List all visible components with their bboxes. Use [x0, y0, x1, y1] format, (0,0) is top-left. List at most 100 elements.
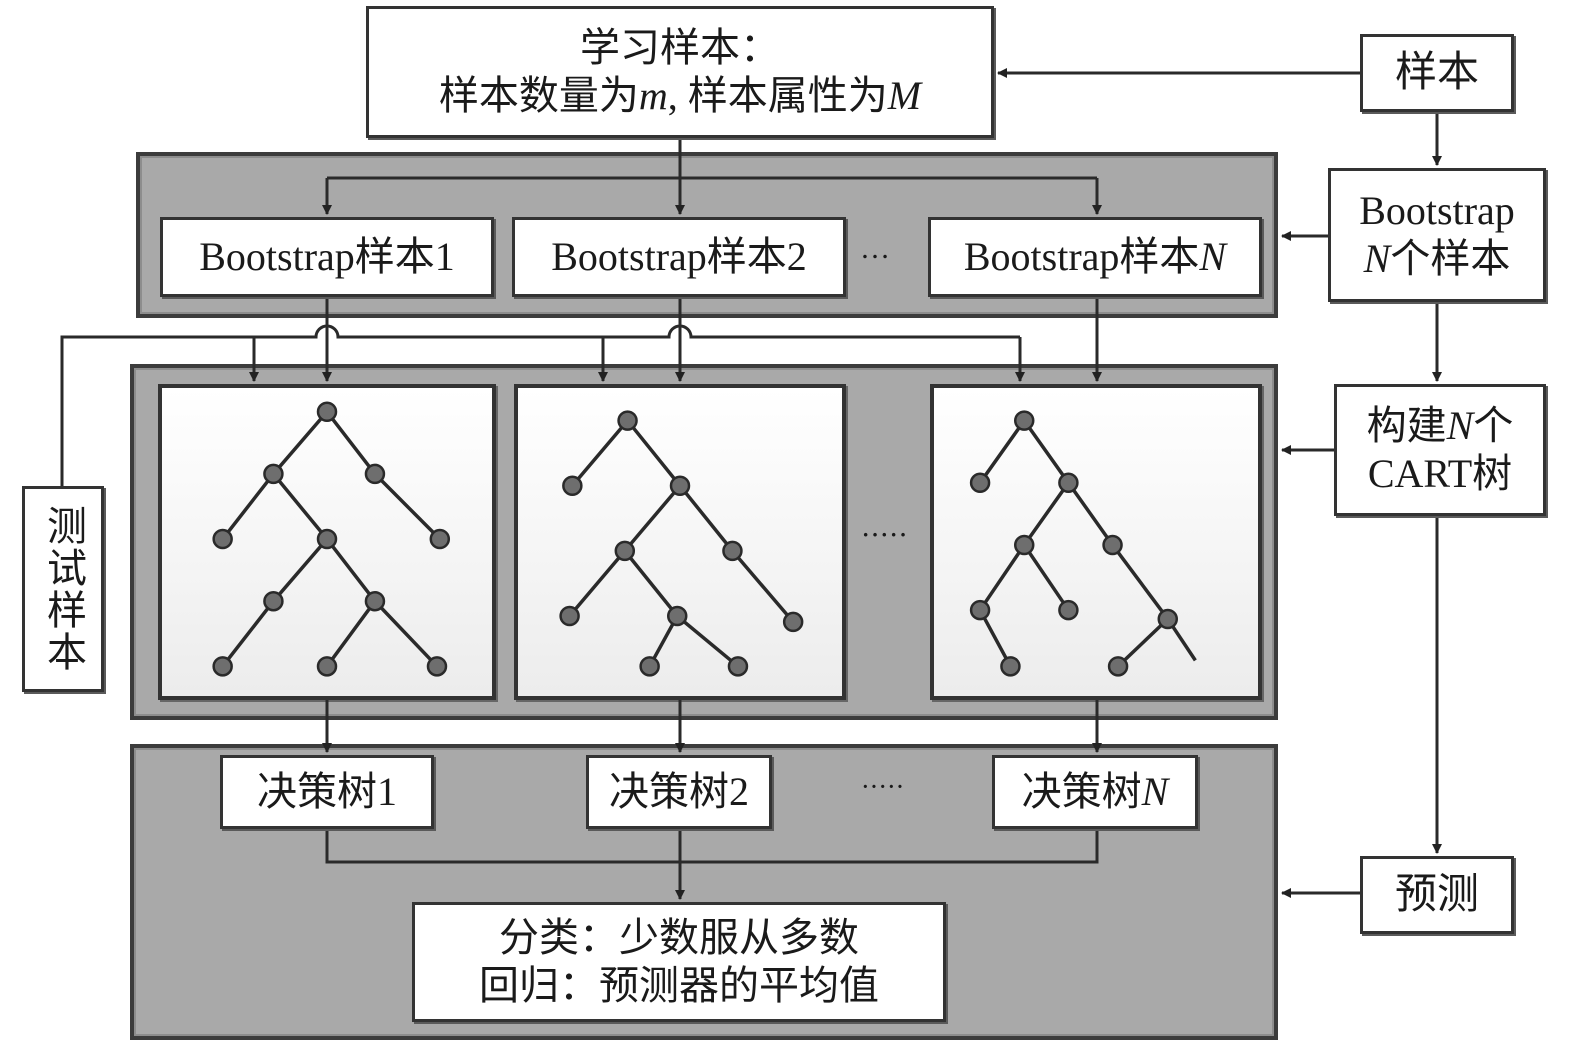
bootstrap-sample-1-label: Bootstrap样本1: [199, 233, 455, 281]
tree-N: [969, 410, 1197, 677]
tree-node: [727, 656, 749, 677]
label-index: N: [1141, 769, 1169, 814]
tree-node: [1058, 599, 1079, 621]
tree-2: [559, 410, 804, 677]
tree-edge: [978, 609, 1012, 668]
regression-rule: 回归：预测器的平均值: [479, 963, 879, 1008]
tree-edge: [568, 549, 627, 618]
tree-edge: [623, 484, 682, 553]
tree-node: [263, 590, 284, 612]
label-index: 2: [786, 234, 807, 279]
label-index: 1: [377, 769, 397, 814]
tree-node: [316, 528, 338, 550]
tree-edge: [325, 410, 377, 475]
tree-panel-2: [514, 384, 846, 700]
test-sample-label: 测试样本: [41, 505, 86, 673]
bootstrap-sample-2: Bootstrap样本2: [512, 217, 846, 297]
tree-edge: [325, 600, 377, 668]
decision-tree-2-label: 决策树2: [609, 768, 749, 816]
bootstrap-sample-1: Bootstrap样本1: [160, 217, 494, 297]
tree-node: [426, 656, 448, 677]
label-prefix: 决策树: [1021, 769, 1142, 814]
label-index: 2: [729, 769, 749, 814]
tree-node: [316, 656, 338, 677]
decision-tree-1: 决策树1: [220, 755, 434, 829]
tree-1: [212, 401, 451, 677]
tree-edge: [678, 484, 734, 552]
tree-node: [364, 463, 386, 485]
label-prefix: Bootstrap样本: [963, 234, 1200, 279]
tree-node: [1107, 656, 1129, 677]
side-step-build-line1: 构建N个: [1367, 402, 1514, 450]
tree-edge: [221, 600, 275, 668]
label-prefix: 决策树: [609, 769, 729, 814]
decision-tree-1-label: 决策树1: [257, 768, 397, 816]
learning-sample-desc: 样本数量为m, 样本属性为M: [439, 72, 921, 120]
tree-edge: [623, 549, 679, 618]
tree-edge: [272, 472, 329, 541]
tree-node: [782, 611, 804, 633]
test-sample-bus: [60, 324, 1020, 486]
tree-node: [669, 475, 691, 497]
tree-edge: [373, 472, 442, 541]
bootstrap-ellipsis: …: [860, 232, 892, 265]
tree-edge: [1116, 617, 1169, 668]
var-m: m: [638, 73, 668, 118]
label-prefix: Bootstrap样本: [551, 234, 787, 279]
tree-edge: [1022, 543, 1070, 612]
tree-node: [617, 410, 638, 431]
tree-node: [212, 656, 233, 677]
line1-text: 构建: [1366, 403, 1447, 448]
side-step-bootstrap-line2: N个样本: [1364, 235, 1511, 283]
label-prefix: Bootstrap样本: [199, 234, 435, 279]
bootstrap-sample-2-label: Bootstrap样本2: [551, 233, 807, 281]
decision-tree-n: 决策树N: [992, 755, 1198, 829]
tree-edge: [272, 537, 329, 603]
side-step-build-trees: 构建N个 CART树: [1334, 384, 1546, 516]
test-sample-box: 测试样本: [22, 486, 104, 692]
label-prefix: 决策树: [257, 769, 377, 814]
tree-node: [364, 590, 386, 612]
tree-edge: [978, 419, 1026, 484]
tree-node: [1058, 472, 1079, 494]
desc-mid: , 样本属性为: [667, 73, 888, 118]
tree-edge: [1111, 543, 1170, 621]
tree-edge: [1066, 481, 1114, 546]
side-step-bootstrap-line1: Bootstrap: [1359, 188, 1515, 233]
tree-node: [316, 401, 338, 423]
tree-node: [722, 540, 743, 562]
tree-edge: [978, 543, 1026, 612]
line1-suffix: 个: [1473, 403, 1514, 448]
tree-edge: [325, 537, 377, 603]
var-N: N: [1363, 236, 1391, 281]
tree-node: [1157, 608, 1179, 630]
tree-node: [969, 472, 991, 494]
tree-node: [614, 540, 636, 562]
tree-node: [1013, 410, 1035, 431]
tree-edge: [731, 549, 795, 624]
side-step-build-line2: CART树: [1367, 451, 1513, 496]
tree-edge: [221, 472, 275, 541]
tree-node: [1102, 534, 1123, 556]
tree-edge: [373, 599, 439, 668]
tree-edge: [676, 614, 740, 668]
tree-edge: [626, 419, 682, 487]
var-M: M: [887, 73, 922, 118]
tree-panel-n: [930, 384, 1262, 700]
tree-node: [639, 656, 660, 677]
side-step-predict-label: 预测: [1394, 871, 1479, 918]
tree-node: [212, 528, 233, 550]
side-step-sample: 样本: [1360, 34, 1514, 112]
trees-ellipsis: ·····: [862, 522, 909, 547]
learning-sample-box: 学习样本： 样本数量为m, 样本属性为M: [366, 6, 994, 138]
tree-node: [969, 599, 991, 621]
side-step-predict: 预测: [1360, 856, 1514, 934]
tree-node: [1000, 656, 1021, 677]
desc-prefix: 样本数量为: [438, 73, 639, 118]
tree-node: [429, 528, 451, 550]
side-step-bootstrap: Bootstrap N个样本: [1328, 168, 1546, 302]
label-index: N: [1199, 234, 1227, 279]
side-step-sample-label: 样本: [1394, 49, 1479, 96]
tree-edge: [1022, 481, 1070, 546]
